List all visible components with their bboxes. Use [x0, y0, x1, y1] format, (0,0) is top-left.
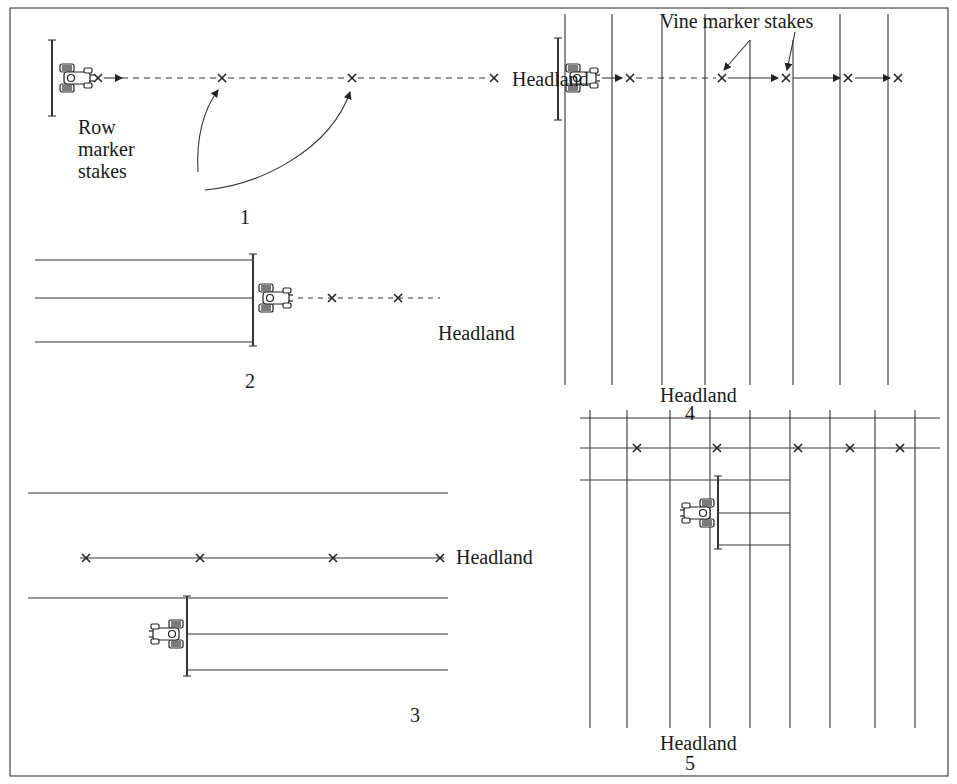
headland-label: Headland: [660, 732, 737, 754]
headland-label: Headland: [660, 384, 737, 406]
headland-label: Headland: [512, 68, 589, 90]
panel-number: 4: [685, 402, 695, 424]
callout-label: Row marker stakes: [78, 116, 156, 182]
callout-label: Vine marker stakes: [660, 10, 813, 32]
panel-number: 2: [245, 370, 255, 392]
panel-number: 1: [240, 206, 250, 228]
panel-number: 3: [410, 704, 420, 726]
panel-number: 5: [685, 752, 695, 774]
headland-label: Headland: [456, 546, 533, 568]
headland-label: Headland: [438, 322, 515, 344]
